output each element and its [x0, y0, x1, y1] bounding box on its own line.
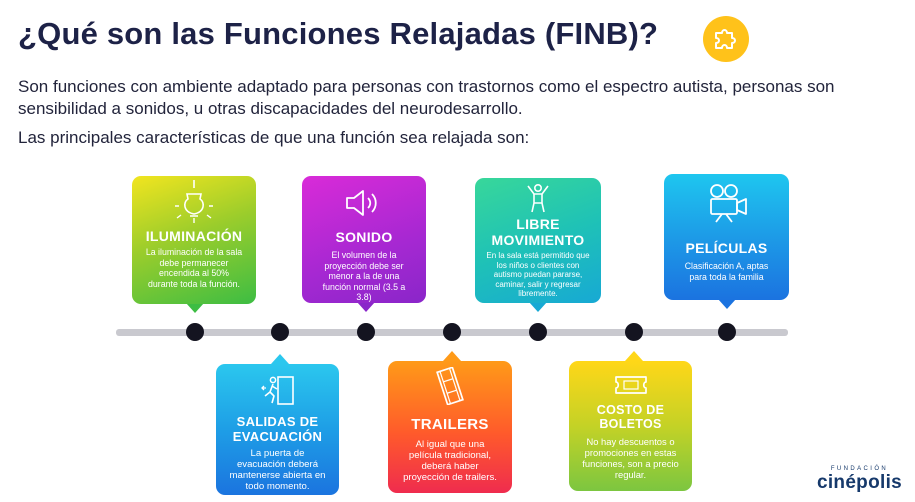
- card-title-line: EVACUACIÓN: [232, 429, 323, 444]
- card-description: Clasificación A, aptas para toda la fami…: [684, 261, 769, 282]
- card-pointer: [443, 351, 461, 361]
- card-pointer: [271, 354, 289, 364]
- person-arms-up-icon: [527, 183, 549, 213]
- card-title-line: SALIDAS DE: [236, 414, 319, 429]
- card-title-line: COSTO DE: [596, 403, 665, 417]
- card-description: No hay descuentos o promociones en estas…: [582, 436, 679, 480]
- puzzle-badge: [703, 16, 749, 62]
- film-camera-icon: [709, 184, 747, 223]
- film-strip-icon: [436, 367, 464, 405]
- logo-small-text: FUNDACIÓN: [830, 466, 889, 472]
- card-title: SONIDO: [335, 229, 393, 245]
- card-title-line: LIBRE: [516, 216, 560, 232]
- speaker-icon: [346, 190, 377, 216]
- card-title-line: BOLETOS: [599, 417, 662, 431]
- page-title: ¿Qué son las Funciones Relajadas (FINB)?: [18, 16, 659, 51]
- characteristics-heading: Las principales características de que u…: [18, 128, 530, 147]
- card-title-line: MOVIMIENTO: [491, 232, 585, 248]
- card-trailers: TRAILERS Al igual que una película tradi…: [388, 361, 512, 493]
- intro-paragraph: Son funciones con ambiente adaptado para…: [18, 77, 835, 118]
- ticket-icon: [614, 376, 647, 394]
- puzzle-icon: [715, 29, 736, 49]
- card-pointer: [357, 302, 375, 312]
- timeline-dot: [718, 323, 736, 341]
- card-description: La puerta de evacuación deberá manteners…: [229, 448, 326, 492]
- card-pointer: [718, 299, 736, 309]
- card-iluminacion: ILUMINACIÓN La iluminación de la sala de…: [132, 176, 256, 304]
- card-costo-boletos: COSTO DE BOLETOS No hay descuentos o pro…: [569, 361, 692, 491]
- card-description: La iluminación de la sala debe permanece…: [145, 247, 243, 289]
- card-description: Al igual que una película tradicional, d…: [403, 439, 497, 483]
- card-title: LIBRE MOVIMIENTO: [481, 216, 595, 248]
- timeline-dot: [529, 323, 547, 341]
- timeline-dot: [271, 323, 289, 341]
- card-pointer: [625, 351, 643, 361]
- timeline-dot: [625, 323, 643, 341]
- emergency-exit-icon: [260, 376, 294, 405]
- card-title: TRAILERS: [411, 416, 489, 433]
- card-libre-movimiento: LIBRE MOVIMIENTO En la sala está permiti…: [475, 178, 601, 303]
- timeline-dot: [443, 323, 461, 341]
- logo-wordmark: cinépolis: [816, 472, 903, 493]
- card-sonido: SONIDO El volumen de la proyección debe …: [302, 176, 426, 303]
- card-pointer: [186, 303, 204, 313]
- fundacion-cinepolis-logo: FUNDACIÓN cinépolis: [812, 465, 907, 493]
- timeline-dot: [357, 323, 375, 341]
- card-pointer: [529, 302, 547, 312]
- timeline-dot: [186, 323, 204, 341]
- card-description: El volumen de la proyección debe ser men…: [322, 250, 406, 303]
- card-salidas-evacuacion: SALIDAS DE EVACUACIÓN La puerta de evacu…: [216, 364, 339, 495]
- lightbulb-icon: [175, 180, 213, 223]
- card-peliculas: PELÍCULAS Clasificación A, aptas para to…: [664, 174, 789, 300]
- card-title: SALIDAS DE EVACUACIÓN: [222, 414, 333, 444]
- card-title: PELÍCULAS: [685, 240, 768, 256]
- card-description: En la sala está permitido que los niños …: [486, 251, 590, 299]
- card-title: ILUMINACIÓN: [145, 228, 243, 244]
- card-title: COSTO DE BOLETOS: [575, 403, 686, 431]
